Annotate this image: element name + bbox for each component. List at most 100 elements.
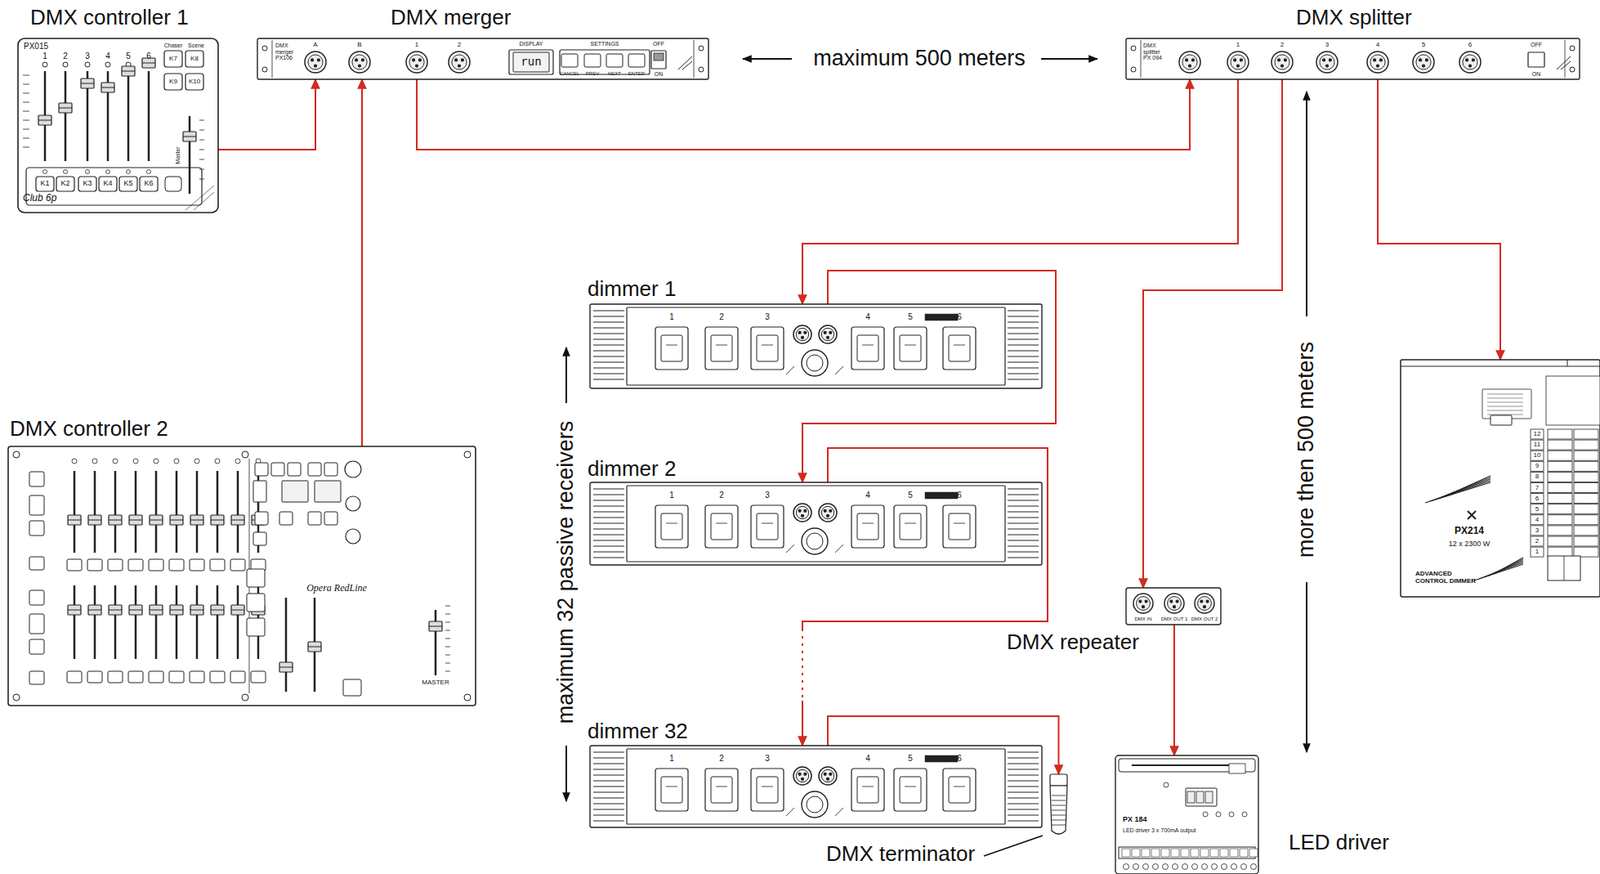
panel-part — [1229, 848, 1238, 857]
detail-line — [22, 111, 30, 112]
round-part — [818, 766, 837, 785]
device-drawing — [1048, 773, 1069, 837]
panel-part — [1547, 429, 1573, 439]
detail-line — [593, 488, 625, 490]
round-part — [1215, 811, 1221, 817]
panel-part — [1187, 791, 1195, 803]
detail-line — [593, 820, 625, 822]
detail-line — [1140, 40, 1142, 78]
dimension-arrow — [1305, 91, 1308, 317]
panel-marking: K7 — [169, 55, 178, 63]
detail-line — [1007, 528, 1039, 530]
panel-marking: K6 — [143, 179, 153, 188]
detail-line — [199, 120, 205, 121]
panel-part — [1573, 525, 1599, 536]
panel-marking: K9 — [169, 78, 178, 86]
detail-line — [593, 540, 625, 541]
round-part — [241, 451, 249, 458]
round-part — [826, 335, 830, 339]
panel-part — [210, 514, 224, 525]
detail-line — [1007, 545, 1039, 547]
panel-part — [653, 53, 664, 61]
detail-line — [1487, 406, 1524, 407]
panel-marking: 1 — [42, 51, 48, 61]
panel-marking: 11 — [1533, 441, 1541, 449]
panel-marking: 3 — [764, 312, 770, 322]
detail-line — [22, 138, 30, 139]
panel-part — [121, 66, 135, 76]
detail-line — [678, 56, 693, 70]
panel-part — [1131, 848, 1140, 857]
panel-part — [857, 513, 879, 540]
detail-line — [1007, 786, 1039, 787]
panel-part — [29, 613, 45, 634]
panel-marking: 9 — [1535, 462, 1539, 470]
panel-marking: PREV — [585, 71, 599, 77]
round-part — [352, 54, 367, 70]
detail-line — [93, 585, 97, 659]
detail-line — [1131, 764, 1243, 766]
detail-line — [835, 807, 844, 816]
round-part — [1172, 863, 1179, 870]
round-part — [829, 509, 832, 512]
detail-line — [1007, 327, 1039, 329]
panel-part — [29, 670, 45, 684]
panel-part — [943, 326, 976, 370]
panel-part — [626, 485, 1006, 562]
detail-line — [236, 585, 240, 659]
round-part — [1167, 596, 1182, 611]
round-part — [345, 496, 361, 511]
round-part — [1274, 54, 1290, 70]
detail-line — [1007, 814, 1039, 816]
round-part — [804, 772, 807, 775]
round-part — [451, 54, 467, 70]
detail-line — [1051, 795, 1066, 796]
round-part — [361, 58, 364, 62]
detail-line — [434, 609, 438, 675]
panel-part — [1528, 52, 1545, 68]
detail-line — [1567, 359, 1569, 367]
round-part — [1376, 64, 1380, 68]
detail-line — [1487, 410, 1524, 412]
round-part — [1164, 593, 1185, 613]
panel-part — [169, 670, 184, 683]
panel-marking: 2 — [457, 41, 461, 50]
detail-line — [1007, 763, 1039, 765]
dimension-arrow — [565, 745, 568, 801]
round-part — [1185, 58, 1189, 62]
panel-part — [67, 670, 82, 683]
panel-part — [231, 604, 245, 615]
panel-part — [189, 670, 205, 683]
panel-part — [1547, 514, 1573, 525]
detail-line — [216, 470, 219, 553]
panel-marking: K5 — [123, 179, 133, 188]
round-part — [1200, 599, 1203, 603]
round-part — [1162, 863, 1169, 870]
detail-line — [88, 519, 102, 521]
detail-line — [904, 786, 917, 787]
round-part — [826, 513, 830, 517]
led-driver-box: LED driver — [1115, 755, 1259, 874]
detail-line — [183, 136, 197, 138]
detail-line — [593, 774, 625, 776]
round-part — [829, 330, 832, 334]
detail-line — [953, 522, 966, 524]
device-heading: DMX repeater — [1006, 630, 1140, 654]
panel-part — [626, 748, 1006, 824]
detail-line — [175, 585, 179, 659]
detail-line — [1007, 517, 1039, 519]
panel-part — [148, 558, 164, 571]
round-part — [311, 58, 314, 62]
panel-part — [756, 513, 778, 540]
panel-part — [893, 326, 927, 370]
round-part — [214, 458, 220, 464]
round-part — [262, 67, 268, 72]
detail-line — [445, 646, 451, 648]
panel-marking: 1 — [1535, 548, 1539, 556]
detail-line — [199, 169, 205, 170]
panel-part — [1170, 848, 1180, 857]
detail-line — [1007, 505, 1039, 507]
panel-marking: OFF — [652, 40, 665, 48]
